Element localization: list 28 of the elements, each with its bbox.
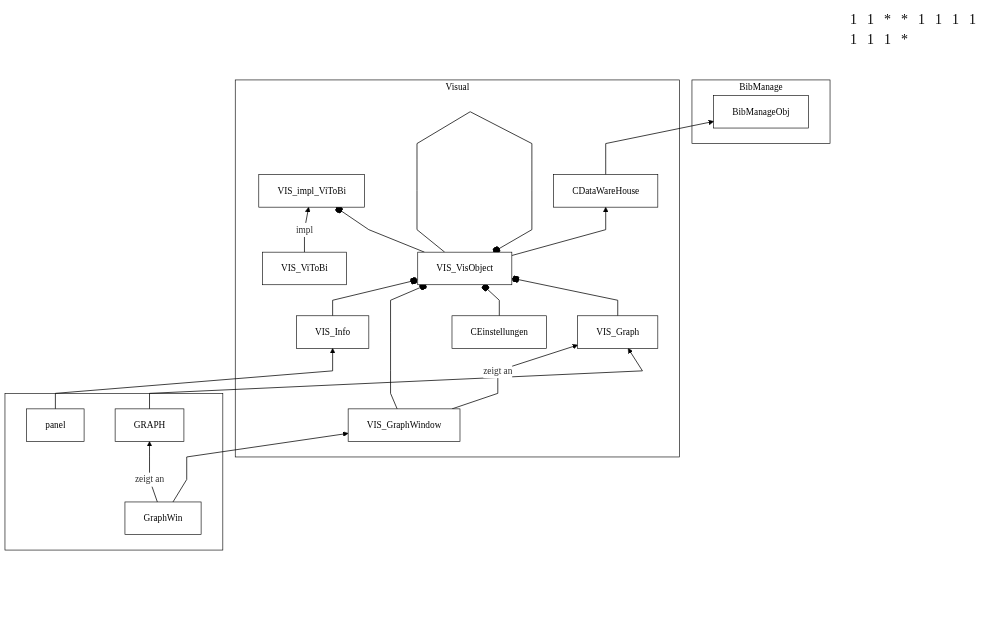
edge-label: zeigt an: [483, 365, 513, 376]
multiplicity-label: 1: [952, 12, 959, 28]
multiplicity-label: 1: [867, 12, 874, 28]
node-box: BibManageObj: [713, 95, 809, 129]
cluster: [4, 393, 224, 551]
node-box: panel: [26, 408, 85, 442]
edge-label: zeigt an: [134, 474, 165, 485]
node-box: GRAPH: [114, 408, 185, 442]
node-box: VIS_impl_ViToBi: [258, 174, 365, 208]
multiplicity-label: 1: [867, 32, 874, 48]
edge-label: impl: [295, 224, 313, 235]
multiplicity-label: 1: [918, 12, 925, 28]
node-box: CDataWareHouse: [553, 174, 659, 208]
node-box: VIS_Info: [296, 315, 370, 349]
node-box: VIS_VisObject: [417, 251, 513, 286]
node-box: VIS_ViToBi: [262, 251, 347, 286]
multiplicity-label: 1: [969, 12, 976, 28]
node-box: VIS_GraphWindow: [347, 408, 461, 442]
multiplicity-label: 1: [884, 32, 891, 48]
node-box: CEinstellungen: [451, 315, 547, 349]
node-box: VIS_Graph: [577, 315, 659, 349]
multiplicity-label: 1: [850, 12, 857, 28]
multiplicity-label: *: [901, 12, 908, 28]
multiplicity-label: *: [901, 32, 908, 48]
multiplicity-label: 1: [850, 32, 857, 48]
node-box: GraphWin: [124, 501, 202, 535]
multiplicity-label: *: [884, 12, 891, 28]
multiplicity-label: 1: [935, 12, 942, 28]
